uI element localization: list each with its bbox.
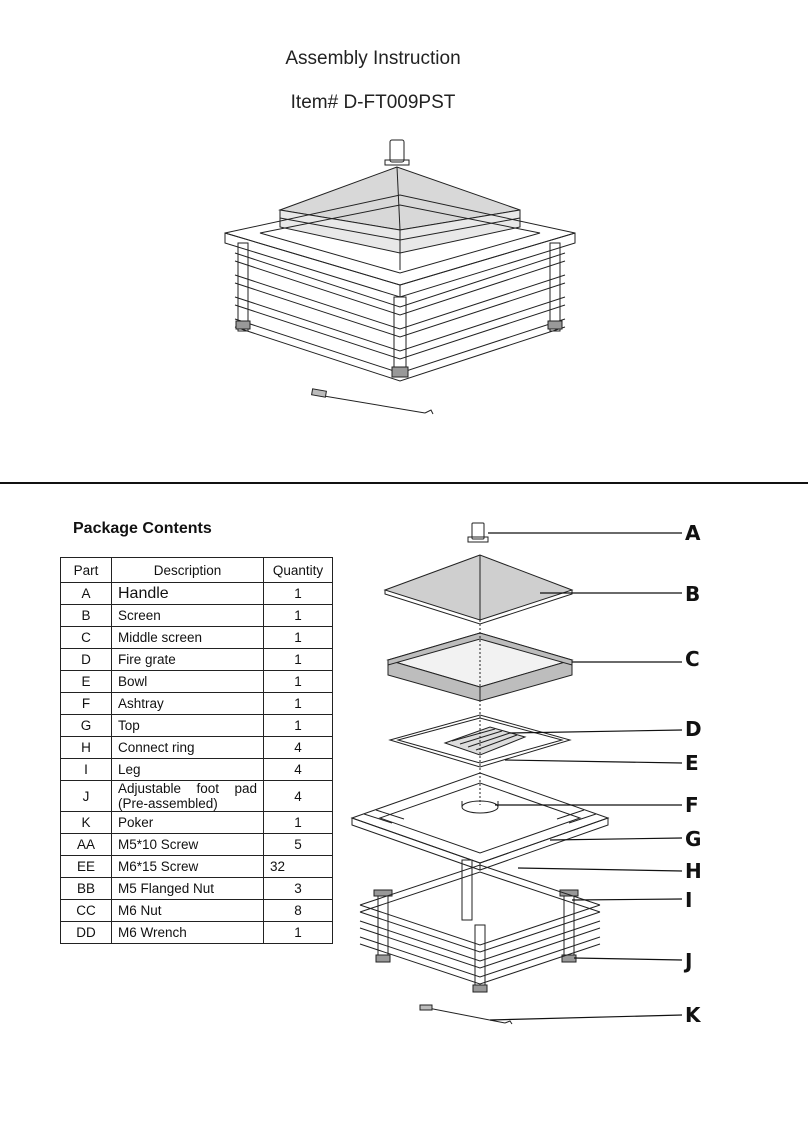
callout-d: D <box>685 717 702 741</box>
quantity-cell: 1 <box>263 714 333 737</box>
quantity-cell: 5 <box>263 833 333 856</box>
description-cell: Ashtray <box>111 692 264 715</box>
package-contents-heading: Package Contents <box>73 520 212 537</box>
table-header-row: Part Description Quantity <box>60 557 333 583</box>
column-header-quantity: Quantity <box>263 557 333 583</box>
part-cell: AA <box>60 833 112 856</box>
quantity-cell: 1 <box>263 604 333 627</box>
part-c-middle-screen <box>386 632 574 702</box>
callout-e: E <box>685 751 699 775</box>
table-row: F Ashtray 1 <box>60 692 333 715</box>
quantity-cell: 1 <box>263 670 333 693</box>
exploded-view-diagram: A B C D E F G H I J K <box>350 521 702 1027</box>
callout-h: H <box>685 859 702 883</box>
part-cell: BB <box>60 877 112 900</box>
part-cell: DD <box>60 921 112 944</box>
section-divider <box>0 482 808 484</box>
description-cell: Top <box>111 714 264 737</box>
description-cell: M6*15 Screw <box>111 855 264 878</box>
part-cell: J <box>60 780 112 812</box>
part-g-top <box>350 772 610 871</box>
quantity-cell: 1 <box>263 692 333 715</box>
part-cell: G <box>60 714 112 737</box>
description-cell: Middle screen <box>111 626 264 649</box>
table-row: A Handle 1 <box>60 582 333 605</box>
part-cell: EE <box>60 855 112 878</box>
part-i-legs <box>373 859 579 993</box>
table-row: H Connect ring 4 <box>60 736 333 759</box>
part-cell: E <box>60 670 112 693</box>
table-row: G Top 1 <box>60 714 333 737</box>
quantity-cell: 32 <box>263 855 333 878</box>
package-contents-table: Part Description Quantity A Handle 1 B S… <box>60 557 333 944</box>
part-cell: K <box>60 811 112 834</box>
part-cell: B <box>60 604 112 627</box>
callout-c: C <box>685 647 700 671</box>
callout-j: J <box>683 949 692 973</box>
description-cell: Connect ring <box>111 736 264 759</box>
part-f-ashtray <box>461 800 499 814</box>
description-cell: M5*10 Screw <box>111 833 264 856</box>
part-cell: F <box>60 692 112 715</box>
part-d-fire-grate <box>388 714 572 768</box>
callout-f: F <box>685 793 699 817</box>
table-row: J Adjustable foot pad (Pre-assembled) 4 <box>60 780 333 812</box>
quantity-cell: 1 <box>263 582 333 605</box>
column-header-part: Part <box>60 557 112 583</box>
part-b-screen <box>383 554 574 625</box>
callout-a: A <box>685 521 701 545</box>
part-cell: A <box>60 582 112 605</box>
description-cell: Leg <box>111 758 264 781</box>
quantity-cell: 1 <box>263 626 333 649</box>
description-cell: M6 Wrench <box>111 921 264 944</box>
description-cell: Screen <box>111 604 264 627</box>
part-a-handle <box>467 522 489 543</box>
description-cell: Poker <box>111 811 264 834</box>
callout-g: G <box>685 827 701 851</box>
description-cell: M6 Nut <box>111 899 264 922</box>
callout-i: I <box>685 888 692 912</box>
quantity-cell: 3 <box>263 877 333 900</box>
part-cell: C <box>60 626 112 649</box>
table-row: CC M6 Nut 8 <box>60 899 333 922</box>
table-row: D Fire grate 1 <box>60 648 333 671</box>
column-header-description: Description <box>111 557 264 583</box>
document-title: Assembly Instruction <box>285 48 461 69</box>
table-row: AA M5*10 Screw 5 <box>60 833 333 856</box>
callout-b: B <box>685 582 700 606</box>
description-line: Adjustable foot pad <box>118 781 257 796</box>
part-cell: D <box>60 648 112 671</box>
description-cell: M5 Flanged Nut <box>111 877 264 900</box>
table-row: B Screen 1 <box>60 604 333 627</box>
table-row: I Leg 4 <box>60 758 333 781</box>
quantity-cell: 1 <box>263 811 333 834</box>
table-row: BB M5 Flanged Nut 3 <box>60 877 333 900</box>
table-row: EE M6*15 Screw 32 <box>60 855 333 878</box>
table-row: K Poker 1 <box>60 811 333 834</box>
part-k-poker <box>419 1004 513 1025</box>
part-cell: I <box>60 758 112 781</box>
part-cell: H <box>60 736 112 759</box>
quantity-cell: 4 <box>263 736 333 759</box>
table-row: E Bowl 1 <box>60 670 333 693</box>
description-cell: Fire grate <box>111 648 264 671</box>
assembled-fire-pit-illustration <box>224 139 576 415</box>
description-cell: Bowl <box>111 670 264 693</box>
table-row: C Middle screen 1 <box>60 626 333 649</box>
quantity-cell: 4 <box>263 780 333 812</box>
quantity-cell: 8 <box>263 899 333 922</box>
quantity-cell: 4 <box>263 758 333 781</box>
item-number: Item# D-FT009PST <box>290 92 456 113</box>
callout-k: K <box>685 1003 702 1027</box>
quantity-cell: 1 <box>263 648 333 671</box>
part-cell: CC <box>60 899 112 922</box>
description-cell: Adjustable foot pad (Pre-assembled) <box>111 780 264 812</box>
quantity-cell: 1 <box>263 921 333 944</box>
description-cell: Handle <box>111 582 264 605</box>
description-line: (Pre-assembled) <box>118 796 218 811</box>
part-h-connect-rings <box>359 864 601 985</box>
table-row: DD M6 Wrench 1 <box>60 921 333 944</box>
